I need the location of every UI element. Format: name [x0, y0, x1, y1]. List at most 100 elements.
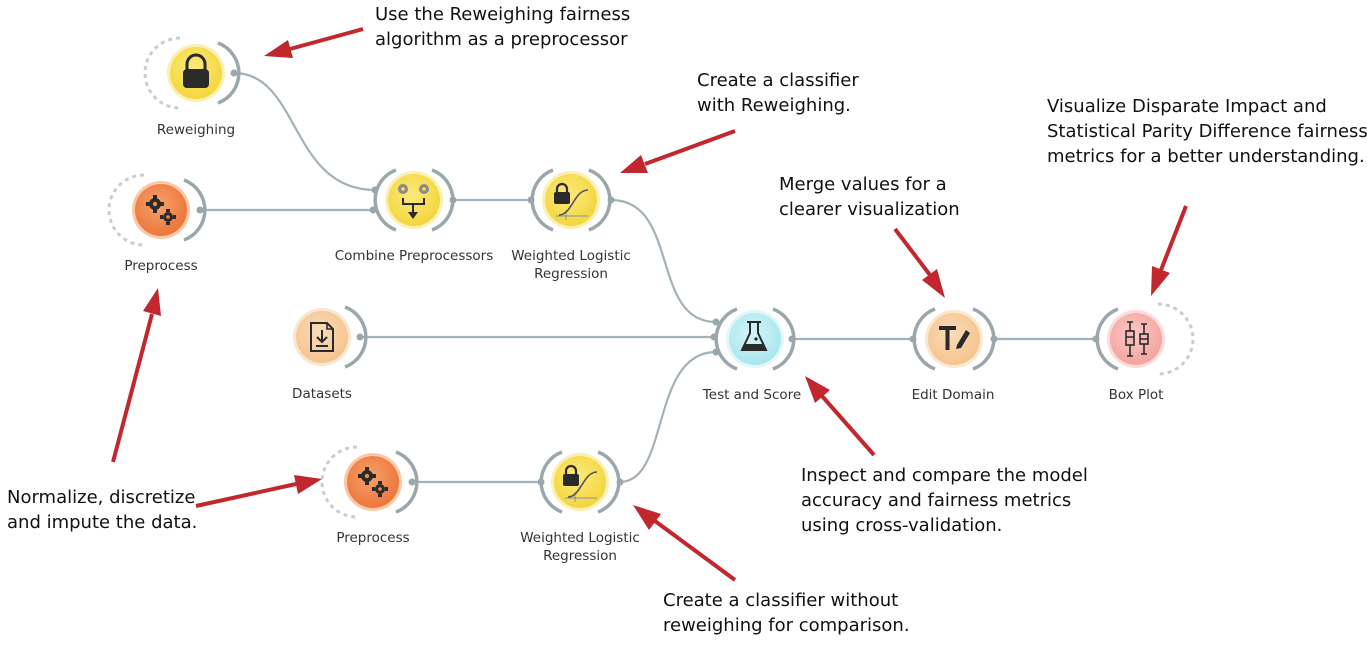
widget-edit-domain[interactable]	[909, 307, 998, 371]
arrow-to-weighted-lr-top	[620, 129, 736, 173]
output-anchor-dot[interactable]	[990, 335, 998, 343]
flask-icon	[740, 321, 768, 351]
input-anchor-dot[interactable]	[712, 318, 720, 326]
link-weighted-lr-bottom-to-test-score[interactable]	[619, 350, 717, 484]
label-line: Test and Score	[702, 387, 802, 403]
output-anchor-arc[interactable]	[183, 178, 207, 242]
output-anchor-dot[interactable]	[607, 196, 615, 204]
widget-body	[135, 184, 187, 236]
label-line: Preprocess	[336, 530, 410, 546]
gears-icon	[358, 467, 388, 497]
link-weighted-lr-top-to-test-score[interactable]	[610, 198, 717, 324]
link-reweighing-to-combine[interactable]	[233, 71, 376, 192]
label-line: Regression	[534, 266, 608, 282]
box-plot-icon	[1125, 321, 1149, 357]
widget-reweighing[interactable]	[143, 36, 241, 110]
widget-box-plot[interactable]	[1092, 302, 1195, 376]
label-line: Combine Preprocessors	[334, 248, 494, 264]
output-anchor-dot[interactable]	[408, 478, 416, 486]
input-anchor-dot[interactable]	[909, 335, 917, 343]
note-test-and-score: Inspect and compare the model accuracy a…	[801, 463, 1088, 538]
note-box-plot: Visualize Disparate Impact and Statistic…	[1047, 94, 1367, 169]
widget-label-test-and-score: Test and Score	[703, 386, 801, 404]
note-line: reweighing for comparison.	[663, 615, 910, 636]
note-line: accuracy and fairness metrics	[801, 490, 1072, 511]
note-line: metrics for a better understanding.	[1047, 146, 1365, 167]
widget-weighted-lr-bottom[interactable]	[537, 450, 624, 514]
lock-icon	[183, 53, 209, 88]
output-anchor-arc[interactable]	[395, 450, 419, 514]
note-reweighing: Use the Reweighing fairness algorithm as…	[375, 2, 630, 52]
label-line: Weighted Logistic	[520, 530, 640, 546]
note-line: Create a classifier without	[663, 590, 899, 611]
input-anchor-dot[interactable]	[710, 333, 718, 341]
note-preprocess: Normalize, discretize and impute the dat…	[7, 485, 197, 535]
output-anchor-dot[interactable]	[196, 206, 204, 214]
label-line: Regression	[543, 548, 617, 564]
widget-datasets[interactable]	[293, 305, 368, 369]
widget-preprocess-bottom[interactable]	[320, 445, 419, 519]
widget-label-combine-preprocessors: Combine Preprocessors	[335, 247, 494, 265]
output-anchor-dot[interactable]	[616, 478, 624, 486]
note-line: Create a classifier	[697, 70, 859, 91]
lock-sigmoid-icon	[563, 464, 598, 502]
widget-label-preprocess-top: Preprocess	[124, 257, 197, 275]
arrow-to-weighted-lr-bottom	[633, 505, 737, 582]
label-line: Weighted Logistic	[511, 248, 631, 264]
input-anchor-dot[interactable]	[712, 348, 720, 356]
output-anchor-dot[interactable]	[449, 196, 457, 204]
workflow-links	[200, 71, 1096, 484]
output-anchor-dot[interactable]	[788, 335, 796, 343]
note-line: with Reweighing.	[697, 95, 851, 116]
widget-body	[554, 456, 606, 508]
output-anchor-dot[interactable]	[230, 69, 238, 77]
widget-test-and-score[interactable]	[710, 307, 796, 371]
input-anchor-dot[interactable]	[1092, 335, 1100, 343]
arrow-to-preprocess-top	[111, 288, 161, 463]
widget-label-datasets: Datasets	[292, 385, 352, 403]
input-anchor-dot[interactable]	[371, 186, 379, 194]
widget-label-reweighing: Reweighing	[157, 121, 235, 139]
note-line: clearer visualization	[779, 199, 960, 220]
widget-label-box-plot: Box Plot	[1109, 386, 1164, 404]
note-line: Statistical Parity Difference fairness	[1047, 121, 1367, 142]
widget-preprocess-top[interactable]	[107, 173, 207, 247]
widget-body	[928, 313, 980, 365]
output-anchor-arc[interactable]	[344, 305, 368, 369]
arrow-to-reweighing	[264, 27, 364, 58]
widget-body	[545, 174, 597, 226]
input-anchor-dot[interactable]	[527, 196, 535, 204]
text-pencil-icon	[939, 326, 970, 350]
arrow-to-test-and-score	[805, 376, 876, 457]
widget-combine-preprocessors[interactable]	[369, 168, 457, 232]
arrow-to-preprocess-bottom	[195, 475, 322, 508]
lock-sigmoid-icon	[554, 182, 589, 220]
widget-body	[1110, 313, 1162, 365]
note-line: algorithm as a preprocessor	[375, 29, 628, 50]
widget-weighted-lr-top[interactable]	[527, 168, 615, 232]
note-edit-domain: Merge values for a clearer visualization	[779, 172, 960, 222]
arrow-to-box-plot	[1151, 205, 1188, 296]
label-line: Datasets	[292, 386, 352, 402]
input-anchor-arc[interactable]	[373, 168, 397, 232]
widget-body	[388, 174, 440, 226]
output-anchor-dot[interactable]	[356, 333, 364, 341]
workflow-nodes	[107, 36, 1195, 519]
input-anchor-dot[interactable]	[537, 478, 545, 486]
note-line: Inspect and compare the model	[801, 465, 1088, 486]
annotation-arrows	[111, 27, 1188, 582]
note-line: Visualize Disparate Impact and	[1047, 96, 1327, 117]
note-line: using cross-validation.	[801, 515, 1003, 536]
input-anchor-dot[interactable]	[369, 206, 377, 214]
output-anchor-arc[interactable]	[217, 41, 241, 105]
label-line: Preprocess	[124, 258, 198, 274]
label-line: Box Plot	[1108, 387, 1164, 403]
gears-icon	[146, 195, 176, 225]
download-document-icon	[310, 322, 334, 352]
widget-label-edit-domain: Edit Domain	[912, 386, 995, 404]
arrow-to-edit-domain	[893, 227, 945, 298]
